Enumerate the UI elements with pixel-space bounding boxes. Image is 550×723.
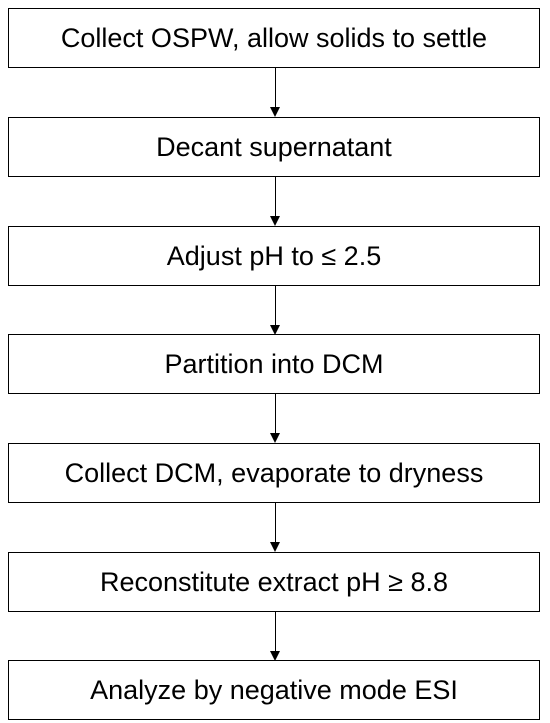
arrow-shaft xyxy=(274,394,276,433)
step-partition-dcm: Partition into DCM xyxy=(8,334,540,394)
step-label: Adjust pH to ≤ 2.5 xyxy=(166,240,382,271)
step-reconstitute-extract: Reconstitute extract pH ≥ 8.8 xyxy=(8,552,540,612)
arrow-head-icon xyxy=(270,216,280,226)
step-label: Reconstitute extract pH ≥ 8.8 xyxy=(100,566,448,597)
step-analyze-esi: Analyze by negative mode ESI xyxy=(8,660,540,720)
arrow-head-icon xyxy=(270,542,280,552)
step-collect-dcm: Collect DCM, evaporate to dryness xyxy=(8,443,540,503)
step-label: Collect OSPW, allow solids to settle xyxy=(60,22,488,53)
step-collect-ospw: Collect OSPW, allow solids to settle xyxy=(8,8,540,68)
arrow-shaft xyxy=(274,177,276,216)
step-label: Partition into DCM xyxy=(164,348,384,379)
arrow-shaft xyxy=(274,612,276,651)
arrow-head-icon xyxy=(270,325,280,335)
arrow-shaft xyxy=(274,68,276,107)
arrow-head-icon xyxy=(270,107,280,117)
step-adjust-ph: Adjust pH to ≤ 2.5 xyxy=(8,226,540,286)
arrow-shaft xyxy=(274,503,276,542)
step-decant-supernatant: Decant supernatant xyxy=(8,117,540,177)
step-label: Decant supernatant xyxy=(156,131,392,162)
arrow-head-icon xyxy=(270,651,280,661)
arrow-head-icon xyxy=(270,433,280,443)
step-label: Collect DCM, evaporate to dryness xyxy=(64,457,484,488)
arrow-shaft xyxy=(274,286,276,325)
step-label: Analyze by negative mode ESI xyxy=(90,674,458,705)
